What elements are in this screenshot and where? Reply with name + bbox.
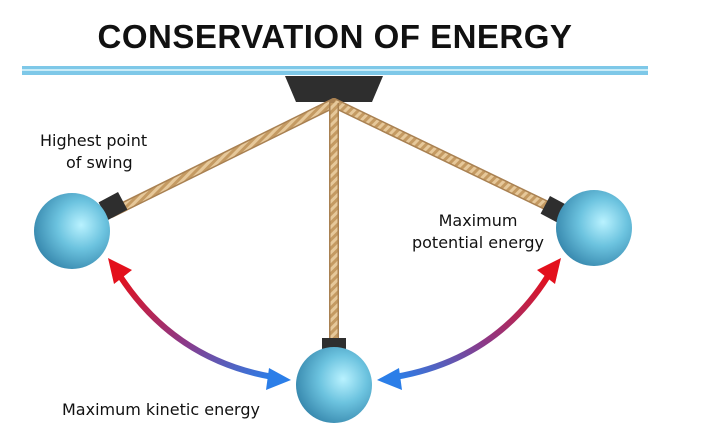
bob-right <box>540 190 632 266</box>
rope-right <box>329 98 561 215</box>
label-max-potential: Maximum potential energy <box>411 211 544 252</box>
arrow-arc-left <box>108 258 291 390</box>
arrowhead-red-left <box>108 258 132 284</box>
pivot-mount <box>285 76 383 102</box>
arrowhead-red-right <box>537 258 561 284</box>
arrow-arc-right <box>377 258 561 390</box>
arrowhead-blue-left <box>266 368 291 390</box>
bob-left <box>34 192 128 269</box>
label-max-kinetic: Maximum kinetic energy <box>62 400 260 419</box>
arrowhead-blue-right <box>377 368 402 390</box>
page-title: CONSERVATION OF ENERGY <box>97 18 573 55</box>
bob-center <box>296 338 372 423</box>
label-highest-point: Highest point of swing <box>40 131 148 172</box>
rope-left <box>106 98 339 218</box>
